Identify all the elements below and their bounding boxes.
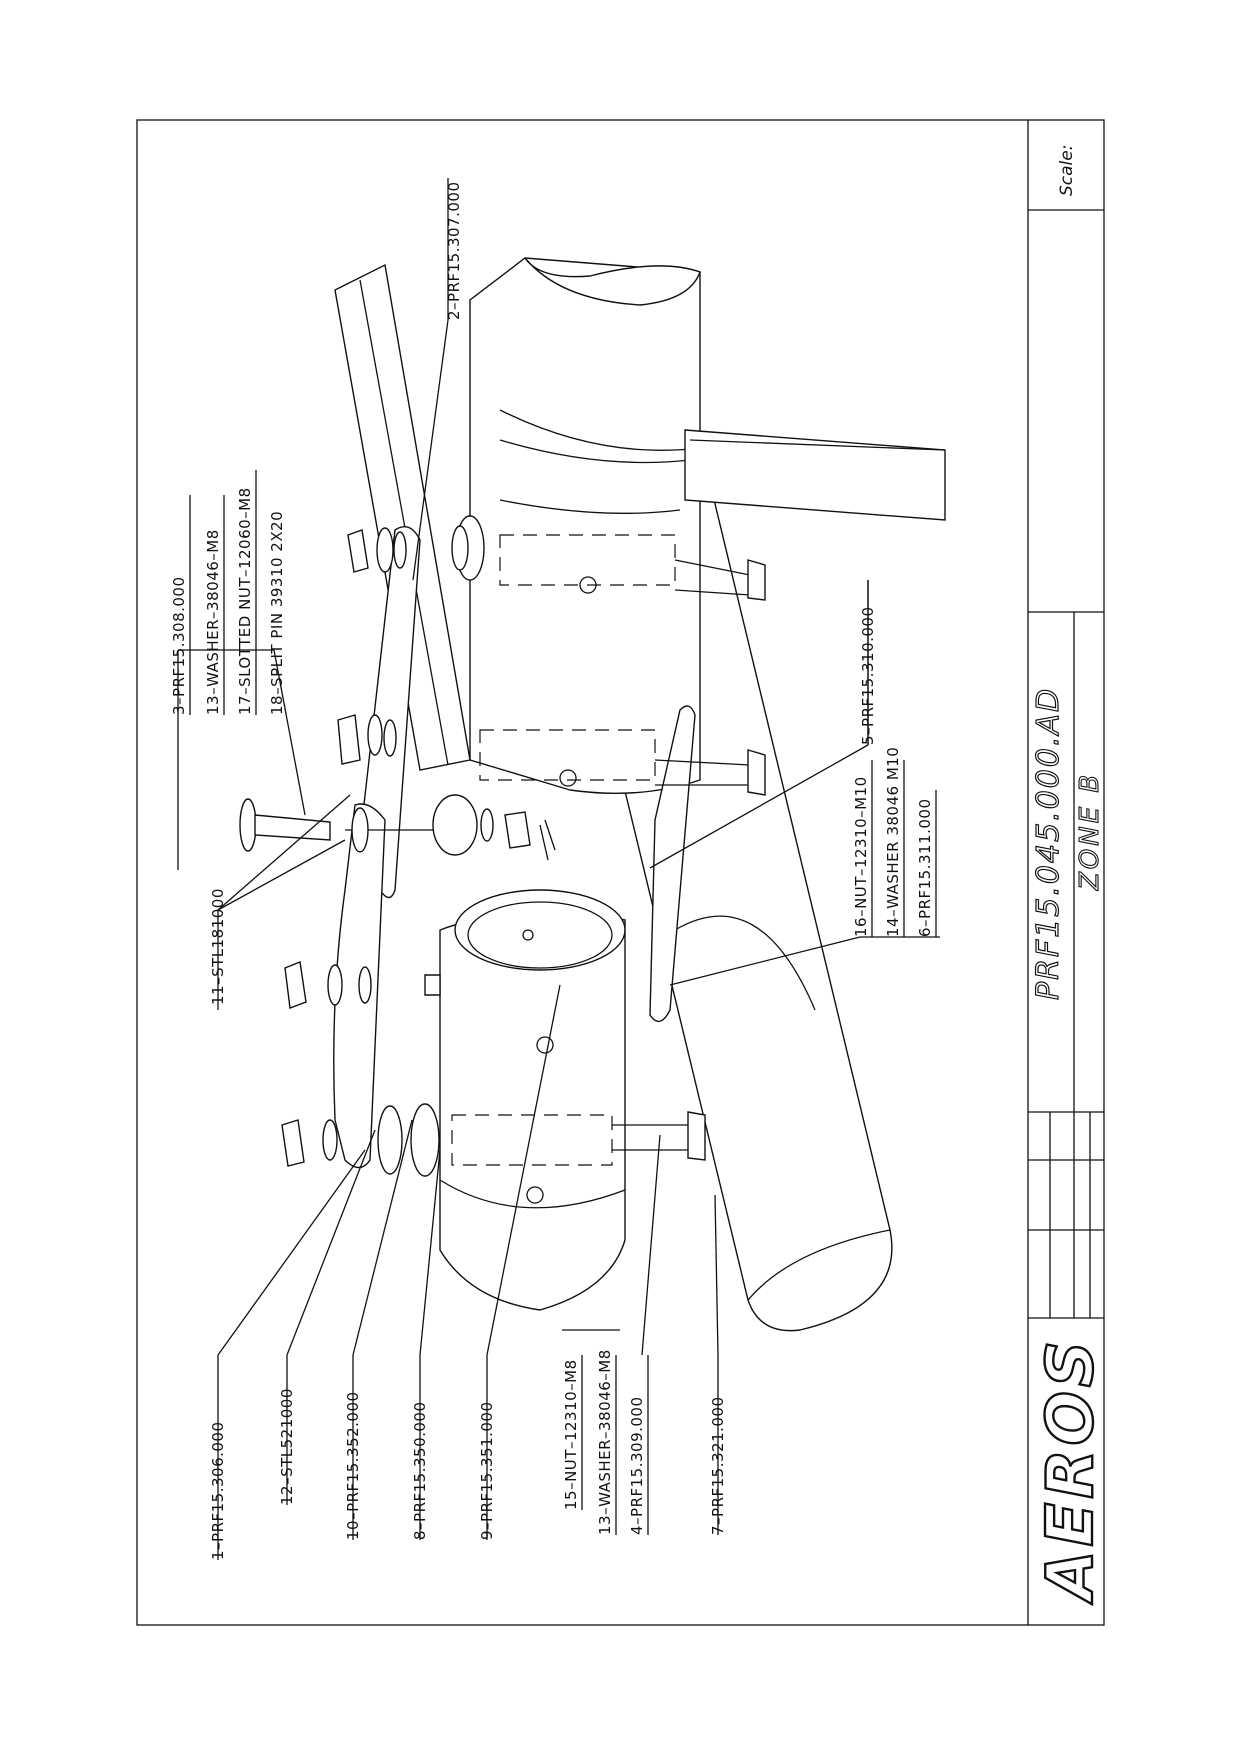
- callout-13a: 13–WASHER–38046–M8: [204, 529, 222, 715]
- drawing-number: PRF15.045.000.AD: [1031, 687, 1066, 1000]
- scale-label: Scale:: [1057, 145, 1077, 196]
- callout-17: 17–SLOTTED NUT–12060–M8: [236, 487, 254, 715]
- aeros-logo: AEROS: [1034, 1337, 1108, 1605]
- callout-11: 11–STL181000: [209, 888, 227, 1005]
- zone-label: ZONE B: [1075, 772, 1105, 891]
- fastener-stack-3: [284, 961, 441, 1009]
- callout-6: 6–PRF15.311.000: [916, 798, 934, 937]
- hole: [536, 1036, 554, 1054]
- callout-10: 10–PRF15.352.000: [344, 1391, 362, 1540]
- callout-2: 2–PRF15.307.000: [445, 181, 463, 320]
- callout-1: 1–PRF15.306.000: [209, 1421, 227, 1560]
- callout-5: 5–PRF15.310.000: [859, 606, 877, 745]
- title-block: Scale: PRF15.045.000.AD ZONE B AEROS: [1027, 120, 1109, 1625]
- assembly-illustration: [239, 257, 946, 1332]
- clevis-pin-assembly: [239, 794, 556, 861]
- main-tube-upper: [469, 257, 701, 795]
- callout-12: 12–STL521000: [278, 1388, 296, 1505]
- callout-13b: 13–WASHER–38046–M8: [596, 1349, 614, 1535]
- callout-18: 18–SPLIT PIN 39310 2X20: [268, 511, 286, 715]
- callout-16: 16–NUT–12310–M10: [852, 776, 870, 937]
- fastener-stack-4: [281, 1103, 440, 1177]
- callout-14: 14–WASHER 38046 M10: [884, 747, 902, 937]
- callout-labels: 2–PRF15.307.000 3–PRF15.308.000 13–WASHE…: [170, 181, 937, 1560]
- crossbar-stub: [684, 429, 946, 521]
- sheet-border: [136, 119, 1105, 1626]
- side-plate: [333, 526, 421, 1169]
- callout-9: 9–PRF15.351.000: [478, 1401, 496, 1540]
- callout-15: 15–NUT–12310–M8: [562, 1359, 580, 1510]
- bolt: [612, 1111, 706, 1161]
- hole: [526, 1186, 544, 1204]
- callout-7: 7–PRF15.321.000: [709, 1396, 727, 1535]
- callout-8: 8–PRF15.350.000: [411, 1401, 429, 1540]
- hole: [559, 769, 577, 787]
- hole: [579, 576, 597, 594]
- callout-3: 3–PRF15.308.000: [170, 576, 188, 715]
- bolt: [674, 559, 766, 601]
- leader-lines: [177, 178, 940, 1560]
- hidden-sleeve-3: [451, 1114, 613, 1166]
- hole: [522, 929, 534, 941]
- main-tube-lower: [439, 889, 626, 1311]
- callout-4: 4–PRF15.309.000: [628, 1396, 646, 1535]
- hidden-sleeve-1: [499, 534, 676, 586]
- hidden-sleeve-2: [479, 729, 656, 781]
- bolt: [654, 749, 766, 796]
- fastener-stack-1: [347, 515, 485, 581]
- fastener-stack-2: [337, 714, 397, 765]
